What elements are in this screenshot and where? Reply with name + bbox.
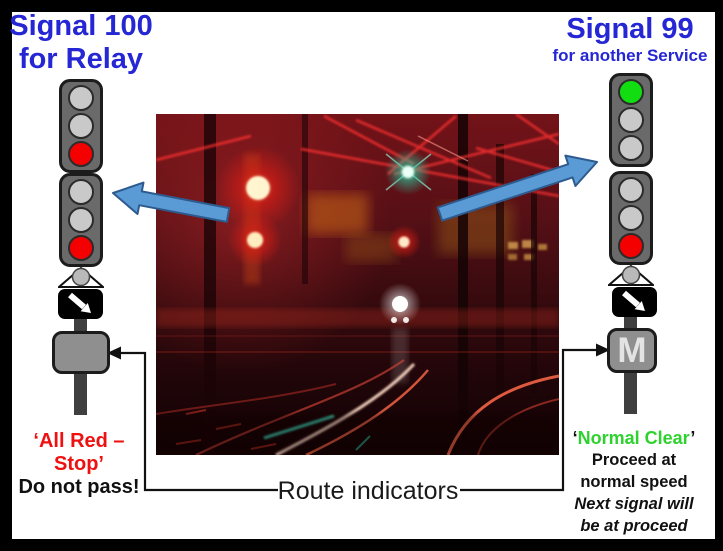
left-signal-caption: ‘All Red – Stop’ Do not pass! (8, 430, 150, 499)
left-lower-lamp-3 (68, 235, 94, 261)
quote-close: ’ (690, 428, 696, 448)
left-signal-title-line1: Signal 100 (9, 10, 153, 42)
right-signal-upper-head (609, 73, 653, 167)
right-caption-line1: ‘Normal Clear’ (558, 427, 710, 449)
right-lower-lamp-3 (618, 233, 644, 259)
route-indicators-label: Route indicators (277, 477, 459, 505)
right-signal-title-line2: for another Service (552, 46, 708, 65)
left-caption-line1: ‘All Red – Stop’ (33, 430, 125, 475)
photo-artwork (156, 114, 559, 455)
left-route-arrow-box (58, 289, 103, 319)
left-signal-call-on-marker (58, 267, 104, 288)
left-signal-title: Signal 100 for Relay (6, 10, 156, 76)
left-upper-lamp-2 (68, 113, 94, 139)
left-caption-line2: Do not pass! (18, 476, 140, 498)
left-route-indicator-box (52, 331, 110, 374)
right-caption-line5: be at proceed (580, 517, 688, 535)
right-signal-post (624, 373, 637, 414)
quote-open: ‘ (572, 428, 578, 448)
right-lower-lamp-1 (618, 177, 644, 203)
right-caption-green-text: Normal Clear (577, 428, 691, 448)
right-lower-lamp-2 (618, 205, 644, 231)
right-caption-line2: Proceed at (591, 451, 677, 469)
route-indicator-letter: M (617, 331, 647, 370)
diagonal-route-arrow-icon (622, 290, 645, 311)
left-signal-post (74, 374, 87, 415)
night-tramway-photo (156, 114, 559, 455)
right-upper-lamp-3 (618, 135, 644, 161)
left-lower-lamp-1 (68, 179, 94, 205)
diagonal-route-arrow-icon (68, 292, 91, 313)
right-signal-title-line1: Signal 99 (566, 13, 694, 45)
left-upper-lamp-1 (68, 85, 94, 111)
left-upper-lamp-3 (68, 141, 94, 167)
left-lower-lamp-2 (68, 207, 94, 233)
right-route-indicator-box: M (607, 328, 657, 373)
right-signal-post-segment (624, 317, 637, 330)
right-route-arrow-box (612, 287, 657, 317)
right-caption-line4: Next signal will (574, 495, 694, 513)
right-signal-title: Signal 99 for another Service (543, 13, 717, 66)
right-upper-lamp-2 (618, 107, 644, 133)
left-signal-title-line2: for Relay (18, 43, 144, 75)
right-caption-line3: normal speed (580, 473, 688, 491)
left-signal-lower-head (59, 173, 103, 267)
right-signal-caption: ‘Normal Clear’ Proceed at normal speed N… (558, 427, 710, 537)
left-signal-post-segment (74, 319, 87, 332)
right-signal-call-on-marker (608, 265, 654, 286)
left-signal-upper-head (59, 79, 103, 173)
right-upper-lamp-1 (618, 79, 644, 105)
right-signal-lower-head (609, 171, 653, 265)
